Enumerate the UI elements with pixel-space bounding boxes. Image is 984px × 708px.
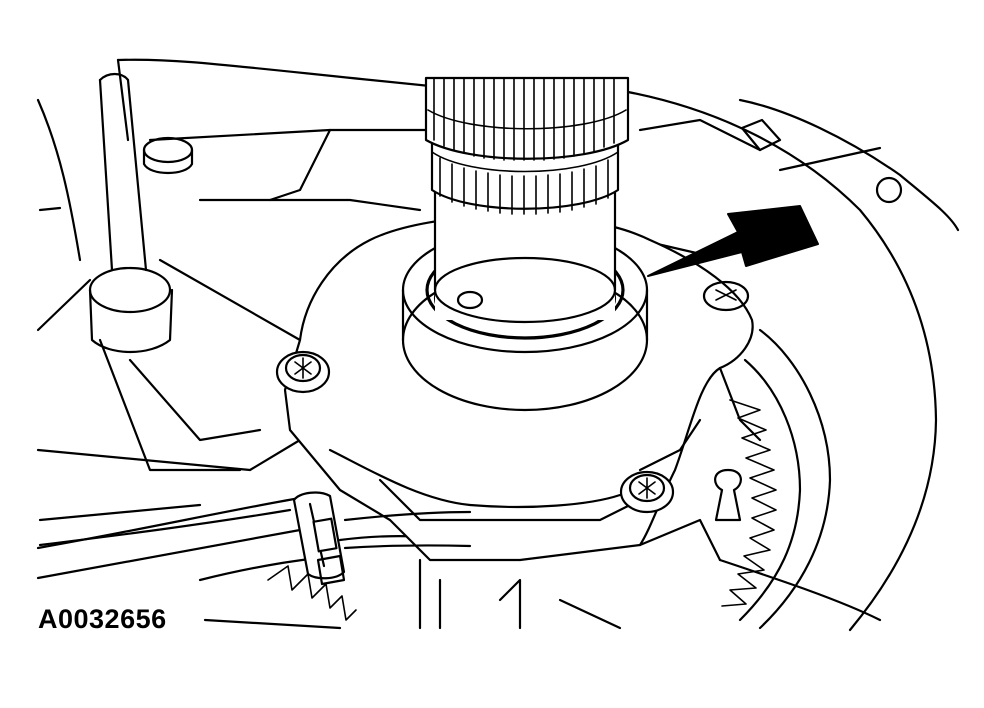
figure-id-label: A0032656: [38, 604, 167, 634]
hose: [36, 496, 472, 580]
lower-gear-teeth: [267, 565, 357, 621]
locating-pin: [142, 136, 194, 175]
bolt-top-right: [702, 280, 750, 312]
bolt-right: [619, 470, 675, 514]
spline-teeth: [439, 157, 609, 215]
keyhole-tab: [714, 468, 742, 522]
ring-gear-teeth: [721, 399, 777, 607]
housing-outline: [36, 58, 960, 632]
pointer-arrow-icon: [647, 205, 819, 277]
hose-clamp: [292, 491, 346, 586]
housing-hole: [875, 176, 903, 204]
lower-housing: [418, 518, 722, 630]
input-shaft: [424, 76, 630, 324]
shaft-splines: [433, 77, 615, 161]
bolt-left: [275, 350, 331, 394]
